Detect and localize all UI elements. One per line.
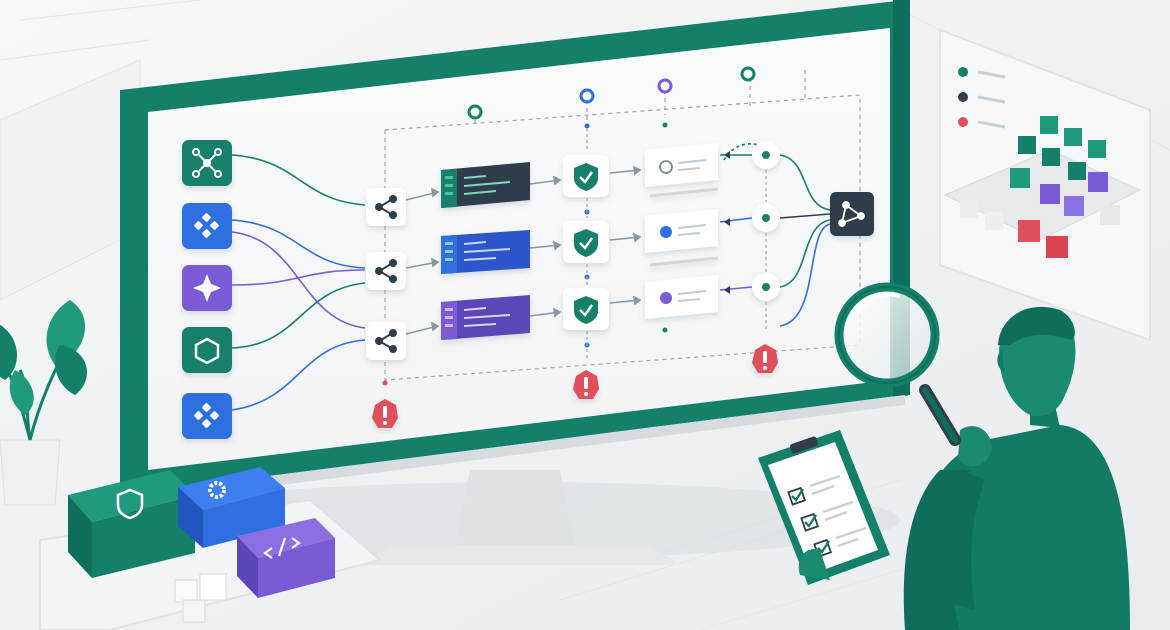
monitor-stand [360,470,680,565]
ring-connector [467,104,483,120]
comment-icon [660,226,672,238]
warning-octagon-icon [763,351,767,363]
block-gear [178,467,285,548]
triangle-nodes-icon [838,201,865,227]
alert [372,399,398,428]
source-tiles [182,140,232,439]
share-icon [375,195,397,219]
checkpoint [563,221,609,263]
process-panel-green [441,162,530,208]
person-hand-magnifier [958,426,992,467]
shield-check-icon [574,296,598,324]
checkpoints [563,123,609,360]
comment-icon [660,292,672,304]
shield-check-icon [574,229,598,257]
magnifier-icon [834,282,961,446]
comment-icon [659,160,673,174]
alerts [372,344,778,428]
ring-connector [657,78,673,94]
code-icon [263,537,301,559]
validator-node [752,204,780,232]
gear-icon [208,481,226,499]
shield-check-icon [574,163,598,191]
source-tile-network [182,140,232,186]
person-arm [935,470,985,610]
hexagon-icon [194,337,220,365]
source-connection-lines [231,154,366,411]
process-panel-blue [441,230,530,274]
router-node [366,322,406,360]
review-card [645,275,718,319]
network-icon [192,148,222,178]
review-card [645,209,719,267]
alert [573,370,599,399]
source-tile-sparkle [182,265,232,311]
source-tile-grid-blue-2 [182,393,232,439]
ring-connector [740,66,756,82]
source-tile-hexagon [182,327,232,373]
shield-icon [116,488,144,520]
source-tile-grid-blue [182,203,232,249]
potted-plant [0,300,87,506]
grid-dots-icon [194,213,219,238]
alert [752,344,778,373]
top-connector-rings [467,66,756,120]
router-nodes [366,188,406,360]
checklist-clipboard-icon [758,430,890,585]
checklist-item [800,500,854,532]
person-hair [998,306,1075,345]
share-icon [375,329,397,353]
router-node [366,252,406,290]
router-node [366,188,406,226]
warning-octagon-icon [383,406,387,418]
review-cards [645,122,719,333]
output-node [830,192,874,236]
block-code [237,518,335,598]
desk-blocks [39,467,383,630]
ring-connector [579,88,595,104]
warning-octagon-icon [584,377,588,389]
person-hand-clipboard [798,549,830,580]
block-shield [68,470,195,578]
checklist-item [787,474,841,506]
share-icon [375,259,397,283]
row-arrows [405,165,642,335]
side-panel-legend [958,67,1006,129]
small-cubes [174,573,227,623]
side-panel [939,28,1151,342]
validator-node [752,141,780,169]
sparkle-icon [193,274,221,302]
side-panel-block-grid [943,116,1142,258]
review-dots [662,122,668,333]
review-card [645,143,719,198]
grid-dots-icon [194,403,219,428]
validator-node [752,273,780,301]
checkpoint [563,288,609,330]
validator-nodes [719,141,780,330]
person-reviewer [903,306,1130,630]
process-panel-purple [441,295,530,340]
checkpoint [563,155,609,197]
process-panels [441,162,530,340]
output-connection-lines [779,154,831,327]
